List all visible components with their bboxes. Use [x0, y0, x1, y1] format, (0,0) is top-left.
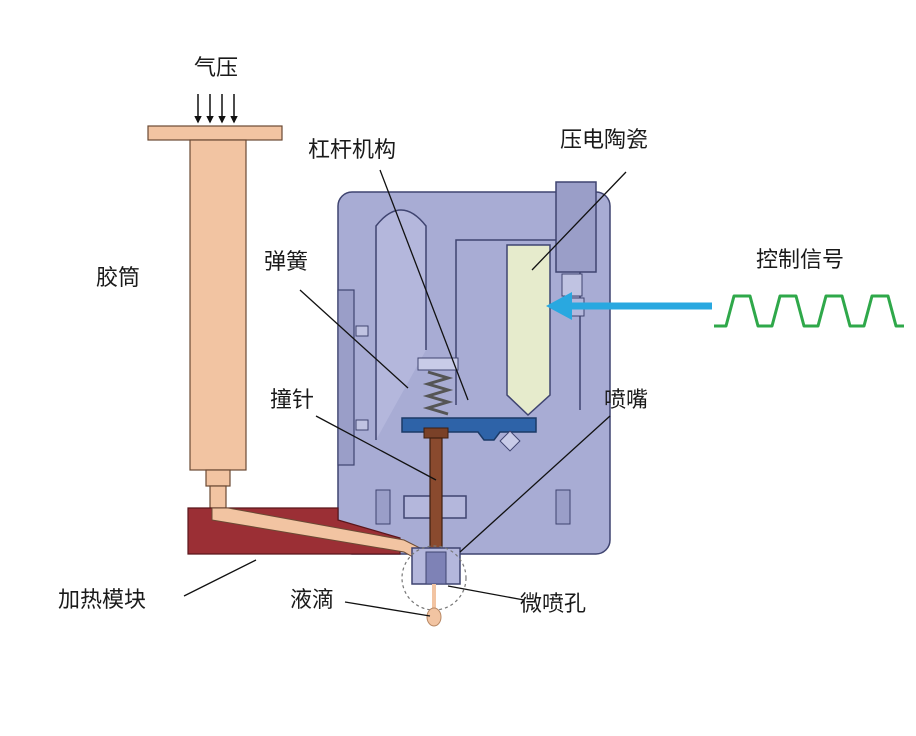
control-signal-label: 控制信号	[756, 248, 845, 273]
lever-pivot	[499, 430, 521, 452]
syringe-tip	[209, 485, 227, 509]
leader-lines	[183, 169, 627, 617]
control-signal-wave	[714, 294, 904, 328]
bolt-left	[375, 489, 391, 525]
spring-chamber	[375, 209, 427, 440]
syringe-flange	[147, 125, 283, 141]
side-clip-top	[355, 325, 369, 337]
piezo-chamber	[455, 239, 581, 410]
lever-label: 杠杆机构	[308, 138, 397, 163]
spring-cap	[417, 357, 459, 371]
nozzle-label: 喷嘴	[604, 388, 649, 413]
micro-orifice-label: 微喷孔	[520, 592, 587, 617]
needle-head	[423, 427, 449, 439]
side-rail	[337, 289, 355, 466]
droplet-label: 液滴	[290, 588, 335, 613]
piezo-label: 压电陶瓷	[560, 128, 649, 153]
syringe-barrel	[189, 139, 247, 471]
droplet	[426, 607, 442, 627]
syringe-neck	[205, 469, 231, 487]
heating-block-label: 加热模块	[58, 588, 147, 613]
actuator-housing	[555, 181, 597, 273]
side-clip-bottom	[355, 419, 369, 431]
needle-label: 撞针	[270, 388, 315, 413]
control-arrow-head	[546, 292, 572, 320]
bolt-right	[555, 489, 571, 525]
spring-label: 弹簧	[264, 250, 309, 275]
pressure-arrows	[194, 94, 238, 124]
piezo-ceramic	[506, 244, 551, 417]
spring	[422, 370, 454, 416]
air-pressure-label: 气压	[194, 56, 239, 81]
syringe-label: 胶筒	[96, 266, 141, 291]
nozzle-insert	[425, 551, 447, 585]
